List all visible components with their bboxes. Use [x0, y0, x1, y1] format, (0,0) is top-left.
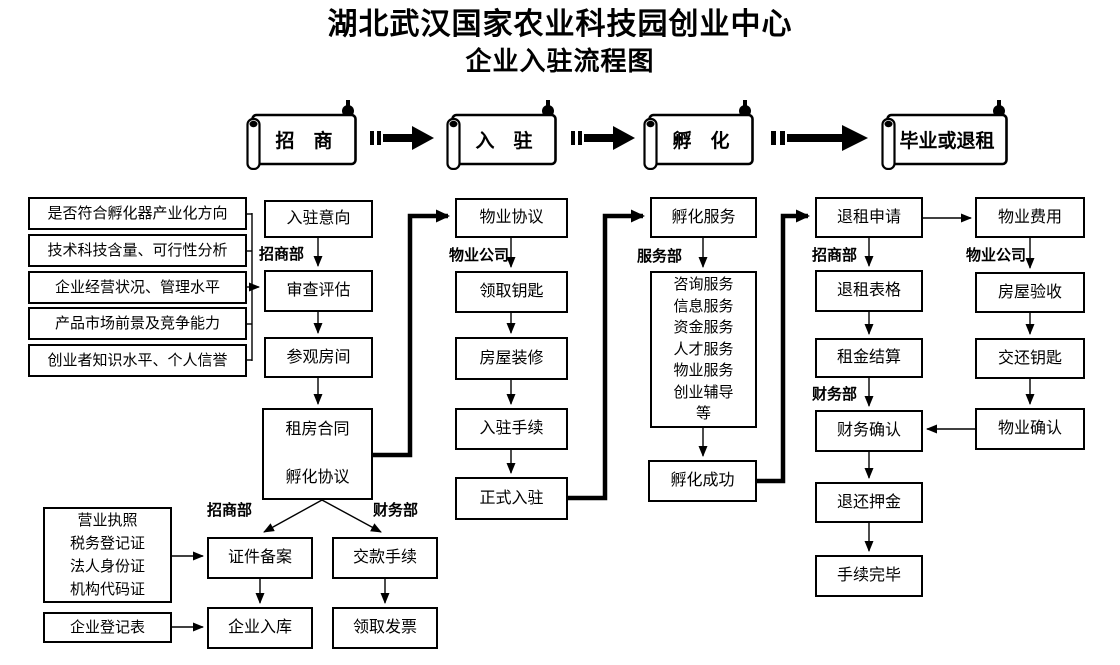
phase-label: 入 驻	[475, 131, 533, 152]
criteria-merge-connector	[246, 213, 260, 361]
node-cert-filing: 证件备案	[207, 537, 313, 579]
node-refund-form: 退租表格	[815, 270, 923, 312]
dept-label-zhaoshangbu-c2: 招商部	[259, 246, 305, 263]
dept-label-caiwubu-bottom: 财务部	[373, 502, 419, 519]
thick-connector-to-ruzhu	[373, 209, 450, 458]
node-complete: 手续完毕	[815, 555, 923, 597]
node-renovation: 房屋装修	[455, 337, 568, 380]
phase-banner-zhaoshang: 招 商	[246, 98, 362, 170]
node-criteria-credit: 创业者知识水平、个人信誉	[28, 344, 247, 377]
scroll-banner-icon	[643, 100, 754, 170]
scroll-banner-icon	[446, 100, 557, 170]
node-house-inspect: 房屋验收	[975, 272, 1085, 313]
node-get-keys: 领取钥匙	[455, 271, 568, 313]
thick-connector-to-tuizu	[757, 209, 810, 484]
dept-label-fuwubu: 服务部	[637, 248, 683, 265]
node-refund-apply: 退租申请	[815, 197, 923, 238]
phase-arrow-icon	[771, 123, 868, 153]
node-incubation-success: 孵化成功	[648, 460, 757, 502]
phase-arrow-icon	[370, 123, 434, 153]
node-documents: 营业执照 税务登记证 法人身份证 机构代码证	[43, 507, 172, 603]
node-property-agreement: 物业协议	[455, 198, 568, 238]
node-contract: 租房合同 孵化协议	[262, 408, 373, 500]
node-enterprise-db: 企业入库	[207, 607, 313, 649]
node-criteria-tech: 技术科技含量、可行性分析	[28, 234, 247, 267]
node-review: 审查评估	[264, 270, 373, 312]
node-incubation-service: 孵化服务	[650, 197, 757, 238]
node-finance-confirm: 财务确认	[815, 410, 923, 452]
node-deposit-return: 退还押金	[815, 482, 923, 523]
node-services-list: 咨询服务 信息服务 资金服务 人才服务 物业服务 创业辅导 等	[650, 271, 757, 428]
page-title: 湖北武汉国家农业科技园创业中心 企业入驻流程图	[0, 6, 1120, 78]
dept-label-zhaoshangbu-c5: 招商部	[812, 247, 858, 264]
node-property-fee: 物业费用	[975, 197, 1085, 238]
node-rent-settle: 租金结算	[815, 338, 923, 378]
phase-banner-biye: 毕业或退租	[881, 98, 1013, 170]
phase-banner-ruzhu: 入 驻	[446, 98, 562, 170]
node-invoice: 领取发票	[332, 607, 438, 649]
node-criteria-management: 企业经营状况、管理水平	[28, 271, 247, 304]
title-line-2: 企业入驻流程图	[465, 46, 655, 76]
node-entry-intent: 入驻意向	[264, 200, 373, 238]
dept-label-wuyegongsi-c6: 物业公司	[966, 247, 1027, 264]
phase-banner-fuhua: 孵 化	[643, 98, 759, 170]
phase-label: 孵 化	[672, 131, 730, 152]
node-payment: 交款手续	[332, 537, 438, 579]
thick-connector-to-fuhua	[568, 209, 645, 501]
node-entry-procedure: 入驻手续	[455, 408, 568, 450]
title-line-1: 湖北武汉国家农业科技园创业中心	[327, 8, 793, 41]
phase-label: 毕业或退租	[899, 131, 995, 152]
node-criteria-market: 产品市场前景及竞争能力	[28, 307, 247, 340]
scroll-banner-icon	[881, 100, 1008, 170]
scroll-banner-icon	[246, 100, 357, 170]
contract-split-arrows	[263, 499, 382, 533]
node-return-keys: 交还钥匙	[975, 338, 1085, 379]
node-criteria-direction: 是否符合孵化器产业化方向	[28, 197, 247, 230]
node-property-confirm: 物业确认	[975, 408, 1085, 450]
dept-label-zhaoshangbu-bottom: 招商部	[207, 502, 253, 519]
node-official-entry: 正式入驻	[455, 477, 568, 520]
phase-arrow-icon	[571, 123, 635, 153]
node-registration-form: 企业登记表	[43, 612, 172, 643]
dept-label-caiwubu-c5: 财务部	[812, 386, 858, 403]
phase-label: 招 商	[275, 131, 333, 152]
node-visit-room: 参观房间	[264, 337, 373, 378]
dept-label-wuyegongsi-c3: 物业公司	[449, 247, 510, 264]
